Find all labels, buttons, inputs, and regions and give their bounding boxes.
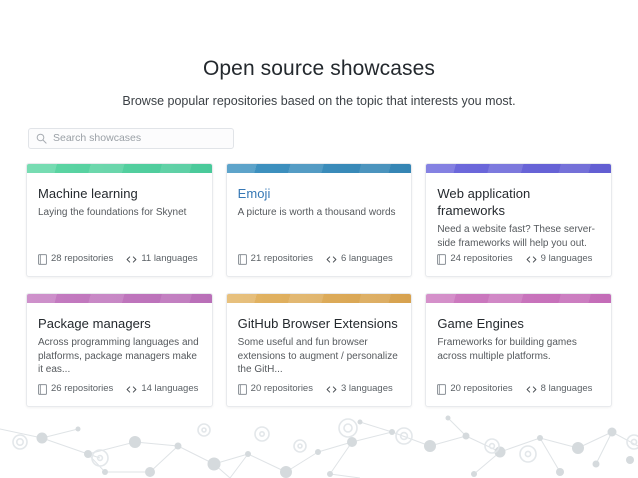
card-body: Emoji A picture is worth a thousand word…: [227, 173, 412, 276]
card-title[interactable]: Game Engines: [437, 316, 524, 331]
languages-count: 14 languages: [126, 383, 198, 395]
card-title[interactable]: Package managers: [38, 316, 151, 331]
repo-icon: [237, 383, 251, 395]
card-title[interactable]: Emoji: [237, 186, 271, 201]
repositories-label: 26 repositories: [51, 383, 114, 394]
card-body: Web application frameworks Need a websit…: [426, 173, 611, 276]
languages-count: 8 languages: [526, 383, 593, 395]
showcase-card[interactable]: Emoji A picture is worth a thousand word…: [225, 163, 413, 277]
card-description: Some useful and fun browser extensions t…: [237, 337, 398, 375]
page-title: Open source showcases: [202, 57, 436, 80]
repositories-label: 20 repositories: [450, 383, 513, 394]
card-banner: [226, 294, 412, 303]
languages-count: 6 languages: [326, 253, 393, 265]
showcase-card[interactable]: Game Engines Frameworks for building gam…: [425, 293, 612, 407]
search-row: [28, 128, 638, 149]
code-icon: [526, 254, 541, 265]
card-meta: 24 repositories 9 languages: [437, 253, 600, 276]
card-banner: [426, 164, 611, 173]
card-body: Game Engines Frameworks for building gam…: [426, 303, 611, 406]
repositories-label: 20 repositories: [250, 383, 313, 394]
repo-icon: [237, 253, 251, 265]
repo-icon: [437, 253, 450, 265]
search-showcases-box[interactable]: [28, 128, 234, 149]
card-meta: 20 repositories 8 languages: [437, 383, 600, 406]
page-subtitle: Browse popular repositories based on the…: [122, 94, 516, 108]
code-icon: [526, 384, 541, 395]
repositories-count: 20 repositories: [237, 383, 313, 395]
languages-label: 9 languages: [540, 253, 593, 264]
card-title[interactable]: Web application frameworks: [437, 186, 531, 218]
card-banner: [426, 294, 611, 303]
languages-label: 6 languages: [340, 253, 393, 264]
card-banner: [27, 164, 212, 173]
card-banner: [27, 294, 212, 303]
search-icon: [36, 133, 53, 144]
card-banner: [226, 164, 412, 173]
card-meta: 28 repositories 11 languages: [38, 253, 201, 276]
languages-label: 3 languages: [340, 383, 393, 394]
card-title[interactable]: Machine learning: [38, 186, 138, 201]
repositories-label: 28 repositories: [51, 253, 114, 264]
repositories-count: 21 repositories: [237, 253, 313, 265]
card-body: GitHub Browser Extensions Some useful an…: [227, 303, 412, 406]
page-header: Open source showcases Browse popular rep…: [0, 0, 638, 110]
repo-icon: [38, 383, 51, 395]
card-meta: 20 repositories 3 languages: [237, 383, 401, 406]
repositories-count: 20 repositories: [437, 383, 513, 395]
search-input[interactable]: [53, 131, 226, 146]
repositories-count: 26 repositories: [38, 383, 113, 395]
card-meta: 26 repositories 14 languages: [38, 383, 201, 406]
card-title[interactable]: GitHub Browser Extensions: [237, 316, 398, 331]
card-description: Laying the foundations for Skynet: [38, 207, 187, 218]
repositories-count: 28 repositories: [38, 253, 113, 265]
languages-label: 14 languages: [141, 383, 199, 394]
code-icon: [326, 384, 341, 395]
code-icon: [126, 254, 141, 265]
card-body: Machine learning Laying the foundations …: [27, 173, 212, 276]
card-description: Frameworks for building games across mul…: [437, 337, 577, 362]
languages-label: 8 languages: [540, 383, 593, 394]
code-icon: [126, 384, 141, 395]
showcase-card[interactable]: Package managers Across programming lang…: [26, 293, 213, 407]
code-icon: [326, 254, 341, 265]
showcase-cards-grid: Machine learning Laying the foundations …: [0, 163, 638, 407]
card-description: Across programming languages and platfor…: [38, 337, 199, 375]
repo-icon: [437, 383, 450, 395]
showcase-card[interactable]: Web application frameworks Need a websit…: [425, 163, 612, 277]
repositories-count: 24 repositories: [437, 253, 513, 265]
card-meta: 21 repositories 6 languages: [237, 253, 401, 276]
languages-count: 3 languages: [326, 383, 393, 395]
repo-icon: [38, 253, 51, 265]
repositories-label: 21 repositories: [250, 253, 313, 264]
languages-count: 11 languages: [126, 253, 198, 265]
card-description: Need a website fast? These server-side f…: [437, 224, 595, 249]
showcase-card[interactable]: GitHub Browser Extensions Some useful an…: [225, 293, 413, 407]
repositories-label: 24 repositories: [450, 253, 513, 264]
showcase-card[interactable]: Machine learning Laying the foundations …: [26, 163, 213, 277]
languages-label: 11 languages: [141, 253, 198, 264]
languages-count: 9 languages: [526, 253, 593, 265]
network-graphic-decoration: [0, 415, 638, 478]
card-description: A picture is worth a thousand words: [237, 207, 396, 218]
card-body: Package managers Across programming lang…: [27, 303, 212, 406]
